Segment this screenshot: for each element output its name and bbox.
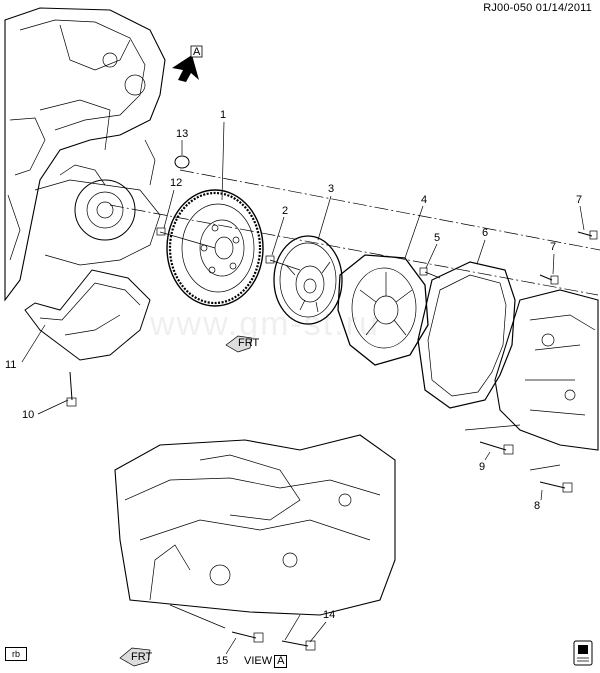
clutch-bolt-2 bbox=[265, 255, 275, 264]
callout-7-lower: 7 bbox=[550, 241, 556, 253]
bolt-15 bbox=[231, 631, 264, 643]
callouts: 1 2 3 4 5 6 7 7 8 9 10 11 12 13 14 15 bbox=[5, 109, 585, 667]
callout-6: 6 bbox=[482, 227, 488, 239]
bolt-10 bbox=[66, 371, 77, 407]
callout-10: 10 bbox=[22, 409, 34, 421]
callout-3: 3 bbox=[328, 183, 334, 195]
view-caption-text: VIEW bbox=[244, 655, 273, 667]
assembly-axis-line bbox=[109, 204, 599, 296]
callout-7-upper: 7 bbox=[576, 194, 582, 206]
callout-13: 13 bbox=[176, 128, 188, 140]
bolt-14 bbox=[281, 640, 316, 651]
callout-11: 11 bbox=[5, 359, 16, 371]
callout-1: 1 bbox=[220, 109, 226, 121]
front-arrow-upper: FRT bbox=[225, 335, 259, 353]
adapter-plate bbox=[417, 261, 516, 409]
flywheel-washer bbox=[174, 155, 190, 169]
callout-4: 4 bbox=[421, 194, 427, 206]
callout-9: 9 bbox=[479, 461, 485, 473]
callout-14: 14 bbox=[323, 609, 335, 621]
callout-8: 8 bbox=[534, 500, 540, 512]
callout-5: 5 bbox=[434, 232, 440, 244]
callout-2: 2 bbox=[282, 205, 288, 217]
bolt-7-upper bbox=[577, 230, 598, 240]
pressure-plate bbox=[337, 254, 429, 366]
front-arrow-upper-label: FRT bbox=[238, 337, 259, 349]
view-a-arrow: A bbox=[172, 45, 203, 82]
callout-15: 15 bbox=[216, 655, 228, 667]
rb-tag: rb bbox=[5, 647, 27, 661]
flywheel-shield bbox=[24, 269, 151, 361]
engine-block-illustration bbox=[4, 7, 166, 302]
view-a-arrow-label: A bbox=[193, 46, 201, 58]
bolt-guide-lines bbox=[159, 231, 441, 279]
callout-12: 12 bbox=[170, 177, 182, 189]
lower-assembly-view-a bbox=[114, 434, 396, 616]
transmission-illustration bbox=[494, 289, 599, 451]
bolt-8 bbox=[539, 481, 573, 493]
flywheel-bolt bbox=[156, 227, 166, 236]
pressure-plate-bolt bbox=[419, 267, 428, 276]
diagram-code: RJ00-050 01/14/2011 bbox=[483, 2, 592, 14]
view-caption-box: A bbox=[274, 655, 288, 668]
assembly-axis-line-upper bbox=[179, 169, 600, 251]
bolt-guide-lines-bottom bbox=[169, 604, 301, 641]
watermark: www.gm-st.ru bbox=[150, 305, 380, 343]
front-arrow-lower-label: FRT bbox=[131, 651, 152, 663]
bolt-9 bbox=[479, 441, 514, 455]
front-arrow-lower: FRT bbox=[119, 647, 152, 667]
bolt-guide-lines-lower bbox=[464, 424, 561, 471]
clutch-disc bbox=[273, 235, 343, 325]
bolt-7-lower bbox=[539, 274, 559, 285]
lubricant-can-icon bbox=[573, 640, 593, 666]
